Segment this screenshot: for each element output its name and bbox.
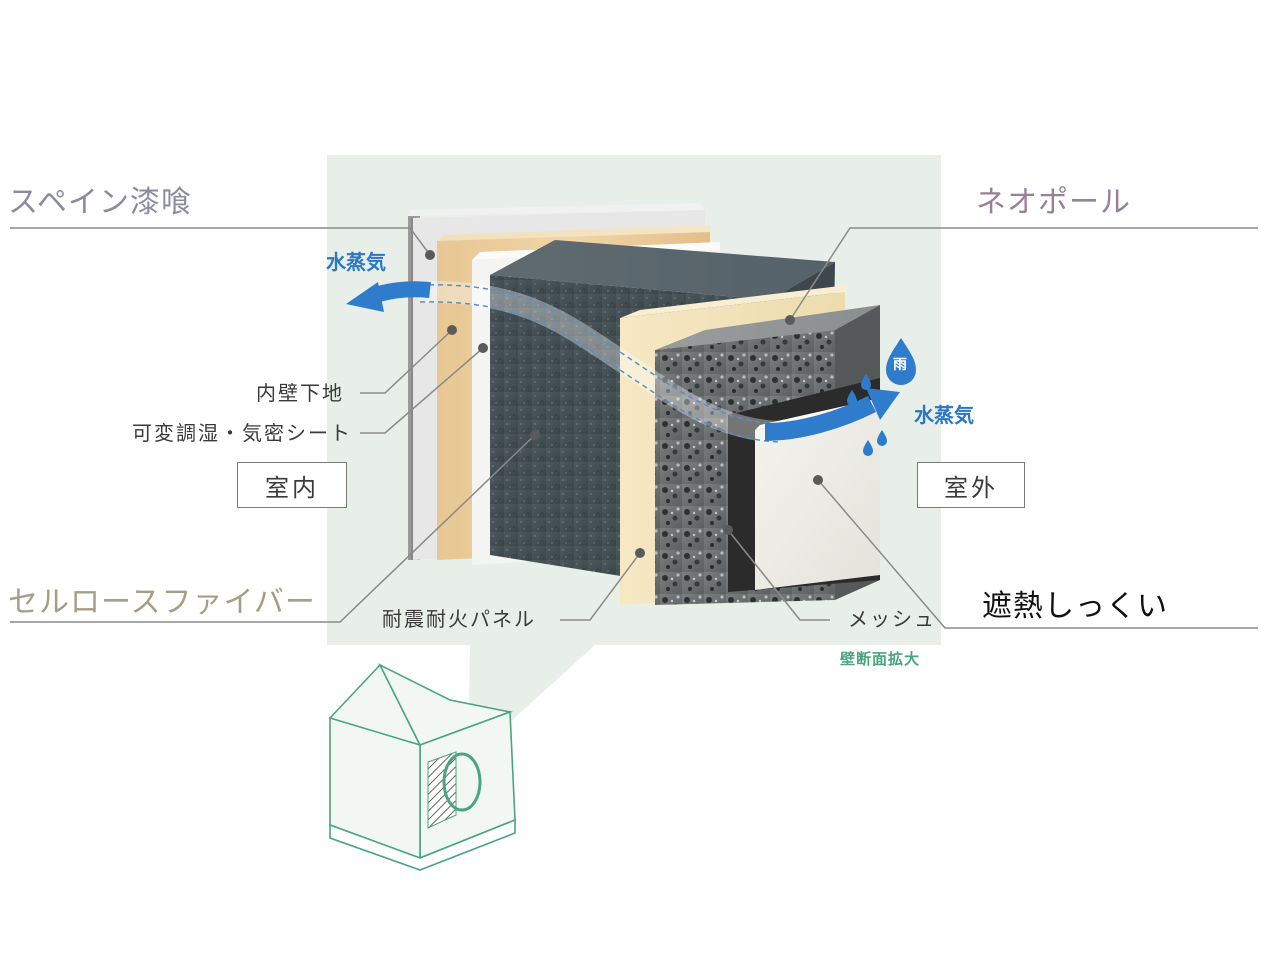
outdoor-box: 室外: [917, 462, 1025, 508]
indoor-label: 室内: [265, 468, 319, 503]
label-heat-shield-plaster: 遮熱しっくい: [982, 592, 1168, 622]
label-heat-shield-plaster-text: 遮熱しっくい: [982, 589, 1168, 624]
label-cellulose-fiber-text: セルロースファイバー: [8, 585, 316, 620]
indoor-box: 室内: [237, 462, 347, 508]
label-wall-section: 壁断面拡大: [840, 652, 920, 667]
label-vapor-right: 水蒸気: [914, 405, 974, 425]
label-neopor: ネオポール: [976, 188, 1131, 218]
label-spain-plaster-text: スペイン漆喰: [8, 185, 192, 220]
label-spain-plaster: スペイン漆喰: [8, 188, 192, 218]
label-neopor-text: ネオポール: [976, 185, 1131, 220]
label-vapor-left: 水蒸気: [326, 252, 386, 272]
label-inner-wall-base: 内壁下地: [256, 383, 344, 403]
outdoor-label: 室外: [944, 468, 998, 503]
label-rain: 雨: [893, 358, 907, 372]
label-cellulose-fiber: セルロースファイバー: [8, 588, 316, 618]
label-mesh: メッシュ: [848, 609, 936, 629]
label-vapor-sheet: 可変調湿・気密シート: [132, 423, 352, 443]
label-panel: 耐震耐火パネル: [382, 609, 536, 629]
